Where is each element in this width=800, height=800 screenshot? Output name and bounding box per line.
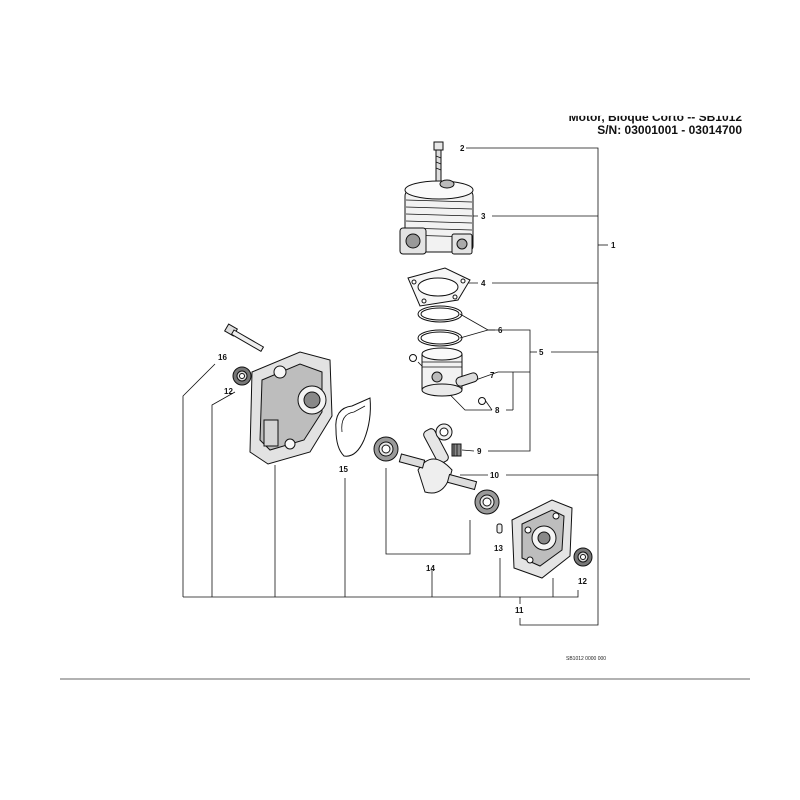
- callout-4: 4: [481, 279, 486, 288]
- callout-12-right: 12: [578, 577, 587, 586]
- callout-7: 7: [490, 371, 495, 380]
- piston-assembly-part: [409, 347, 486, 405]
- diagram-title: Motor, Bloque Corto -- SB1012: [568, 110, 742, 124]
- callout-9: 9: [477, 447, 482, 456]
- piston-rings-part: [417, 305, 463, 347]
- figure-code: SB1012 0000 000: [566, 656, 606, 662]
- callout-6: 6: [498, 326, 503, 335]
- callout-11: 11: [515, 606, 524, 615]
- crankcase-bolt-part: [223, 323, 265, 353]
- oil-seal-left-part: [232, 366, 252, 386]
- callout-13: 13: [494, 544, 503, 553]
- serial-number-range: S/N: 03001001 - 03014700: [597, 123, 742, 137]
- cylinder-part: [399, 179, 474, 255]
- callout-15: 15: [339, 465, 348, 474]
- crankcase-right-part: [511, 499, 573, 579]
- crankshaft-part: [398, 423, 478, 494]
- callout-1: 1: [611, 241, 616, 250]
- crankshaft-bearings-part: [373, 436, 500, 515]
- callout-5: 5: [539, 348, 544, 357]
- callout-labels: 1 2 3 4 5 6 7 8 9 10 11 12 12 13 14 15 1…: [218, 144, 616, 615]
- crankcase-gasket-part: [335, 397, 371, 457]
- callout-10: 10: [490, 471, 499, 480]
- oil-seal-right-part: [573, 547, 593, 567]
- callout-8: 8: [495, 406, 500, 415]
- needle-bearing-part: [451, 443, 462, 457]
- dowel-pin-part: [496, 523, 503, 534]
- callout-12-left: 12: [224, 387, 233, 396]
- leader-lines: [182, 147, 608, 626]
- callout-2: 2: [460, 144, 465, 153]
- cylinder-gasket-part: [407, 267, 471, 307]
- callout-16: 16: [218, 353, 227, 362]
- callout-14: 14: [426, 564, 435, 573]
- crankcase-left-part: [249, 351, 333, 465]
- callout-3: 3: [481, 212, 486, 221]
